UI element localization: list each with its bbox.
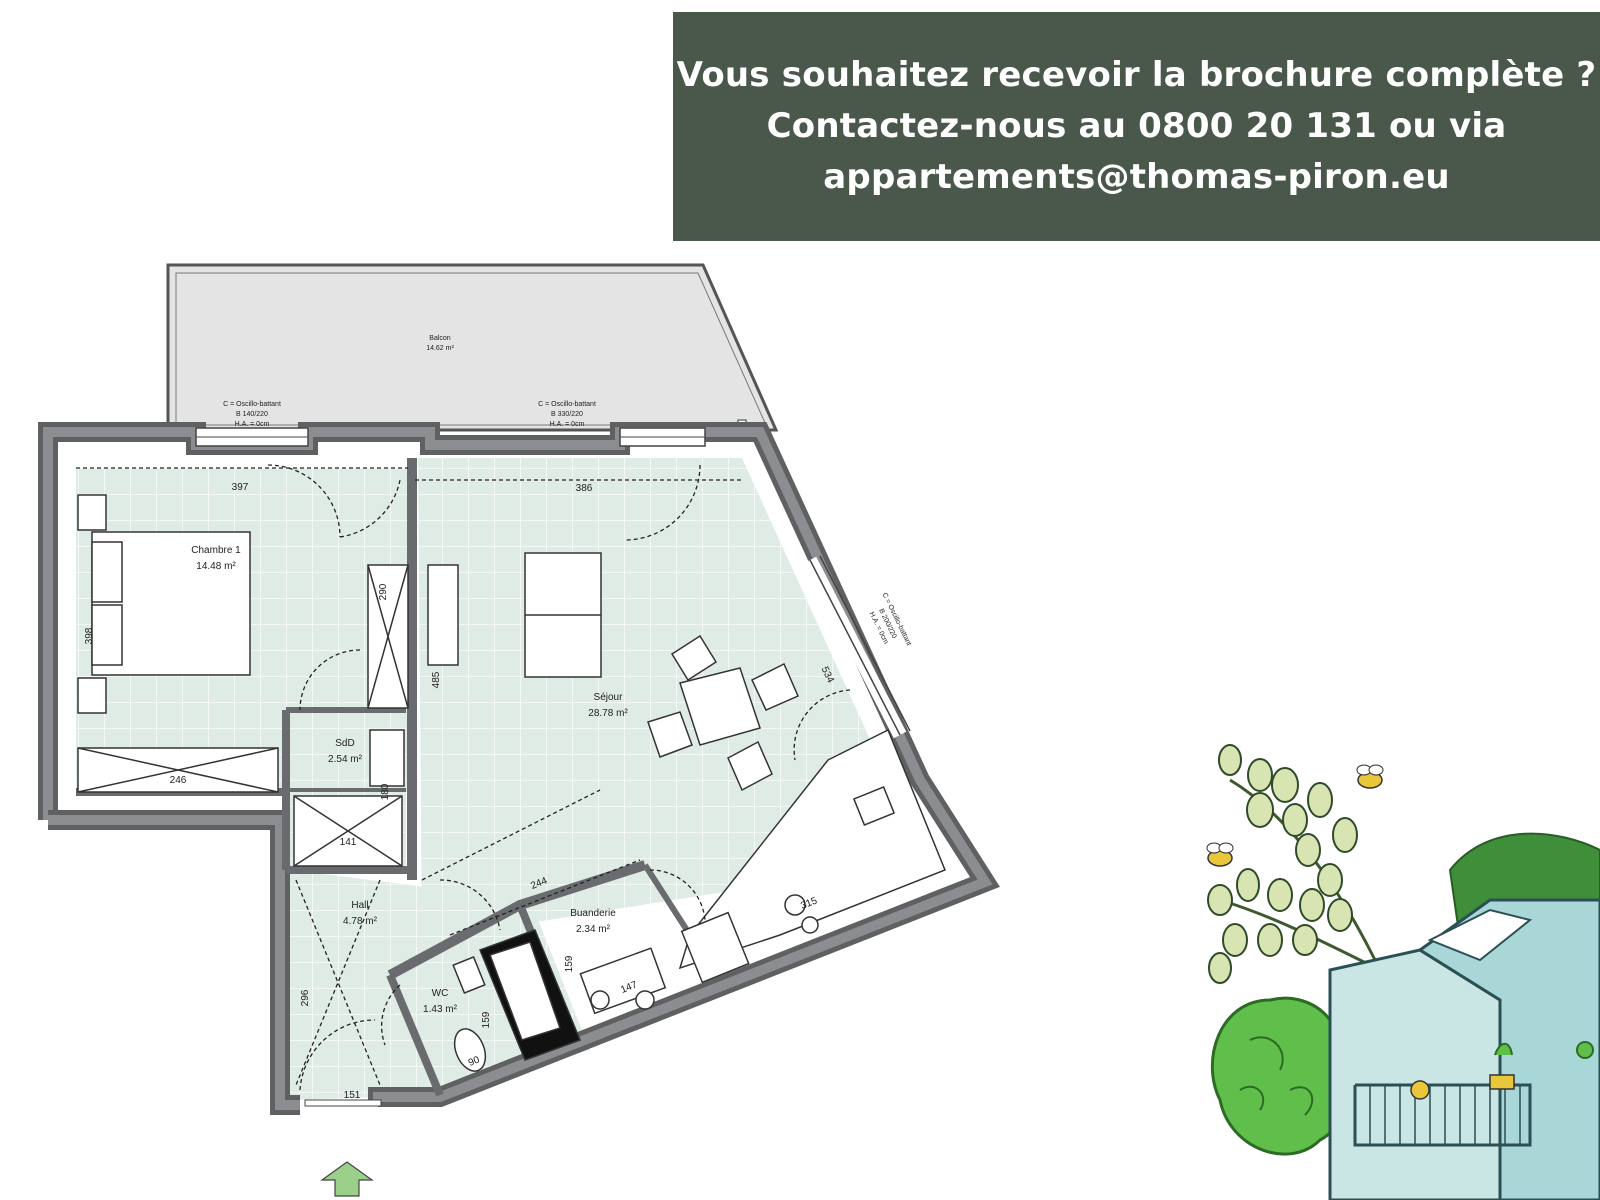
window-2-type: C = Oscillo-battant [538,401,596,408]
bee-icon [1206,842,1234,867]
branch-illustration [1206,744,1384,984]
room-area-buanderie: 2.34 m² [576,924,611,935]
window-1-size: B 140/220 [236,411,268,418]
room-area-balcon: 14.62 m² [426,345,454,352]
entrance-arrow-icon [320,1161,374,1197]
interior-walls [76,458,693,1097]
room-name-chambre: Chambre 1 [191,545,241,556]
building-illustration [1206,744,1600,1200]
banner-line-1: Vous souhaitez recevoir la brochure comp… [676,55,1597,95]
dim-397: 397 [232,482,249,493]
dim-246: 246 [170,775,187,786]
furniture [77,494,946,1072]
dim-159-buanderie: 159 [564,955,575,972]
dim-398: 398 [84,627,95,644]
room-area-hall: 4.78 m² [343,916,378,927]
door-swings [76,464,851,1091]
contact-banner: Vous souhaitez recevoir la brochure comp… [673,12,1600,241]
room-labels: Balcon 14.62 m² Chambre 1 14.48 m² Séjou… [191,335,628,1015]
room-name-wc: WC [432,988,449,999]
balcony [166,263,779,432]
walls [38,422,1000,1115]
dim-159-wc: 159 [481,1011,492,1028]
room-name-hall: Hall [351,900,368,911]
dim-151: 151 [344,1090,361,1101]
room-name-sejour: Séjour [594,692,624,703]
room-name-balcon: Balcon [429,335,451,342]
room-name-buanderie: Buanderie [570,908,616,919]
window-2-height: H.A. = 0cm [550,421,585,428]
room-area-sejour: 28.78 m² [588,708,628,719]
dim-296: 296 [300,989,311,1006]
window-1-height: H.A. = 0cm [235,421,270,428]
room-area-chambre: 14.48 m² [196,561,236,572]
banner-line-3: appartements@thomas-piron.eu [823,157,1450,197]
banner-line-2: Contactez-nous au 0800 20 131 ou via [766,106,1507,146]
room-name-sdd: SdD [335,738,354,749]
dimension-labels: 397 386 290 398 485 534 246 180 141 244 … [84,482,836,1101]
dim-141: 141 [340,837,357,848]
dim-290: 290 [378,583,389,600]
dim-386: 386 [576,483,593,494]
dim-180: 180 [380,783,391,800]
dim-90: 90 [467,1054,482,1069]
room-area-sdd: 2.54 m² [328,754,363,765]
dim-485: 485 [431,671,442,688]
glass-building-illustration [1328,898,1600,1200]
bee-icon [1356,764,1384,789]
window-2-size: B 330/220 [551,411,583,418]
room-area-wc: 1.43 m² [423,1004,458,1015]
window-1-type: C = Oscillo-battant [223,401,281,408]
